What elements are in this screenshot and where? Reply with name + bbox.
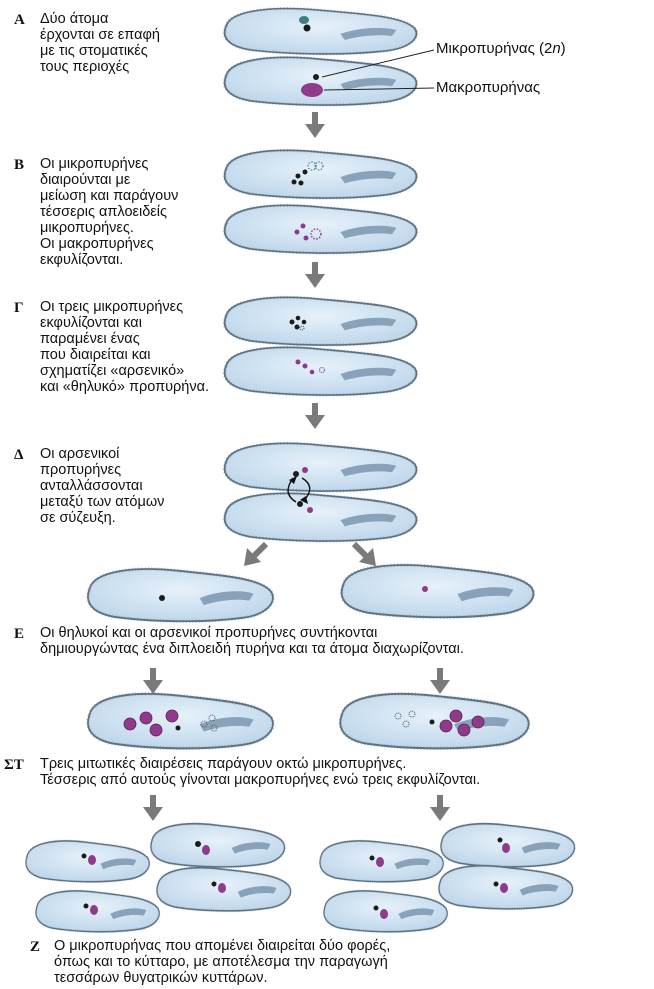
pair-d xyxy=(222,441,419,543)
label-micronucleus: Μικροπυρήνας (2n) xyxy=(436,40,566,57)
cell-st-left xyxy=(86,692,275,751)
arrow-a-b xyxy=(305,112,325,138)
daughter-cells-right xyxy=(318,822,576,934)
cell-b-top xyxy=(222,148,419,200)
cell-d-top xyxy=(222,441,419,493)
cell-c-bottom xyxy=(222,345,419,397)
label-macronucleus: Μακροπυρήνας xyxy=(436,79,541,96)
step-letter-a: Α xyxy=(14,12,25,28)
cell-a-top xyxy=(222,6,419,56)
step-text-z: Ο μικροπυρήνας που απομένει διαιρείται δ… xyxy=(54,938,391,986)
step-text-e: Οι θηλυκοί και οι αρσενικοί προπυρήνες σ… xyxy=(40,625,464,657)
pair-a xyxy=(222,6,435,107)
daughter-cell xyxy=(149,822,286,869)
label-line-micronucleus xyxy=(321,49,435,78)
macronucleus xyxy=(301,83,323,97)
separated-cells-e xyxy=(86,563,536,623)
cell-e-right xyxy=(339,563,536,619)
step-text-st: Τρεις μιτωτικές διαιρέσεις παράγουν οκτώ… xyxy=(40,756,481,788)
arrow-c-d xyxy=(305,403,325,429)
pair-b xyxy=(222,148,419,255)
daughter-cells-left xyxy=(24,822,292,934)
step-letter-st: ΣΤ xyxy=(4,757,24,773)
pair-c xyxy=(222,295,419,397)
arrow-b-c xyxy=(305,262,325,288)
cell-b-bottom xyxy=(222,203,419,255)
cell-d-bottom xyxy=(222,491,419,543)
label-line-macronucleus xyxy=(323,87,435,91)
step-letter-c: Γ xyxy=(14,300,24,316)
step-text-a: Δύο άτομα έρχονται σε επαφή με τις στομα… xyxy=(40,11,160,75)
step-text-b: Οι μικροπυρήνες διαιρούνται με μείωση κα… xyxy=(40,156,179,268)
arrow-d-e-left xyxy=(244,541,269,566)
cell-e-left xyxy=(86,567,275,623)
cell-a-bottom xyxy=(222,55,419,107)
macronucleus xyxy=(299,16,309,24)
step-letter-z: Ζ xyxy=(30,939,41,955)
arrow-d-e-right xyxy=(351,541,376,566)
arrows-e-st xyxy=(143,668,450,694)
cell-st-right xyxy=(338,692,531,751)
step-letter-e: Ε xyxy=(14,626,25,642)
daughter-cell xyxy=(24,839,151,884)
arrows-st-z xyxy=(143,795,450,821)
step-text-c: Οι τρεις μικροπυρήνες εκφυλίζονται και π… xyxy=(40,299,209,395)
step-letter-b: Β xyxy=(14,157,25,173)
micronucleus xyxy=(313,74,319,80)
cell-c-top xyxy=(222,295,419,347)
step-letter-d: Δ xyxy=(14,447,24,463)
step-text-d: Οι αρσενικοί προπυρήνες ανταλλάσσονται μ… xyxy=(40,446,165,526)
micronucleus xyxy=(303,24,311,32)
cells-st xyxy=(86,692,531,751)
